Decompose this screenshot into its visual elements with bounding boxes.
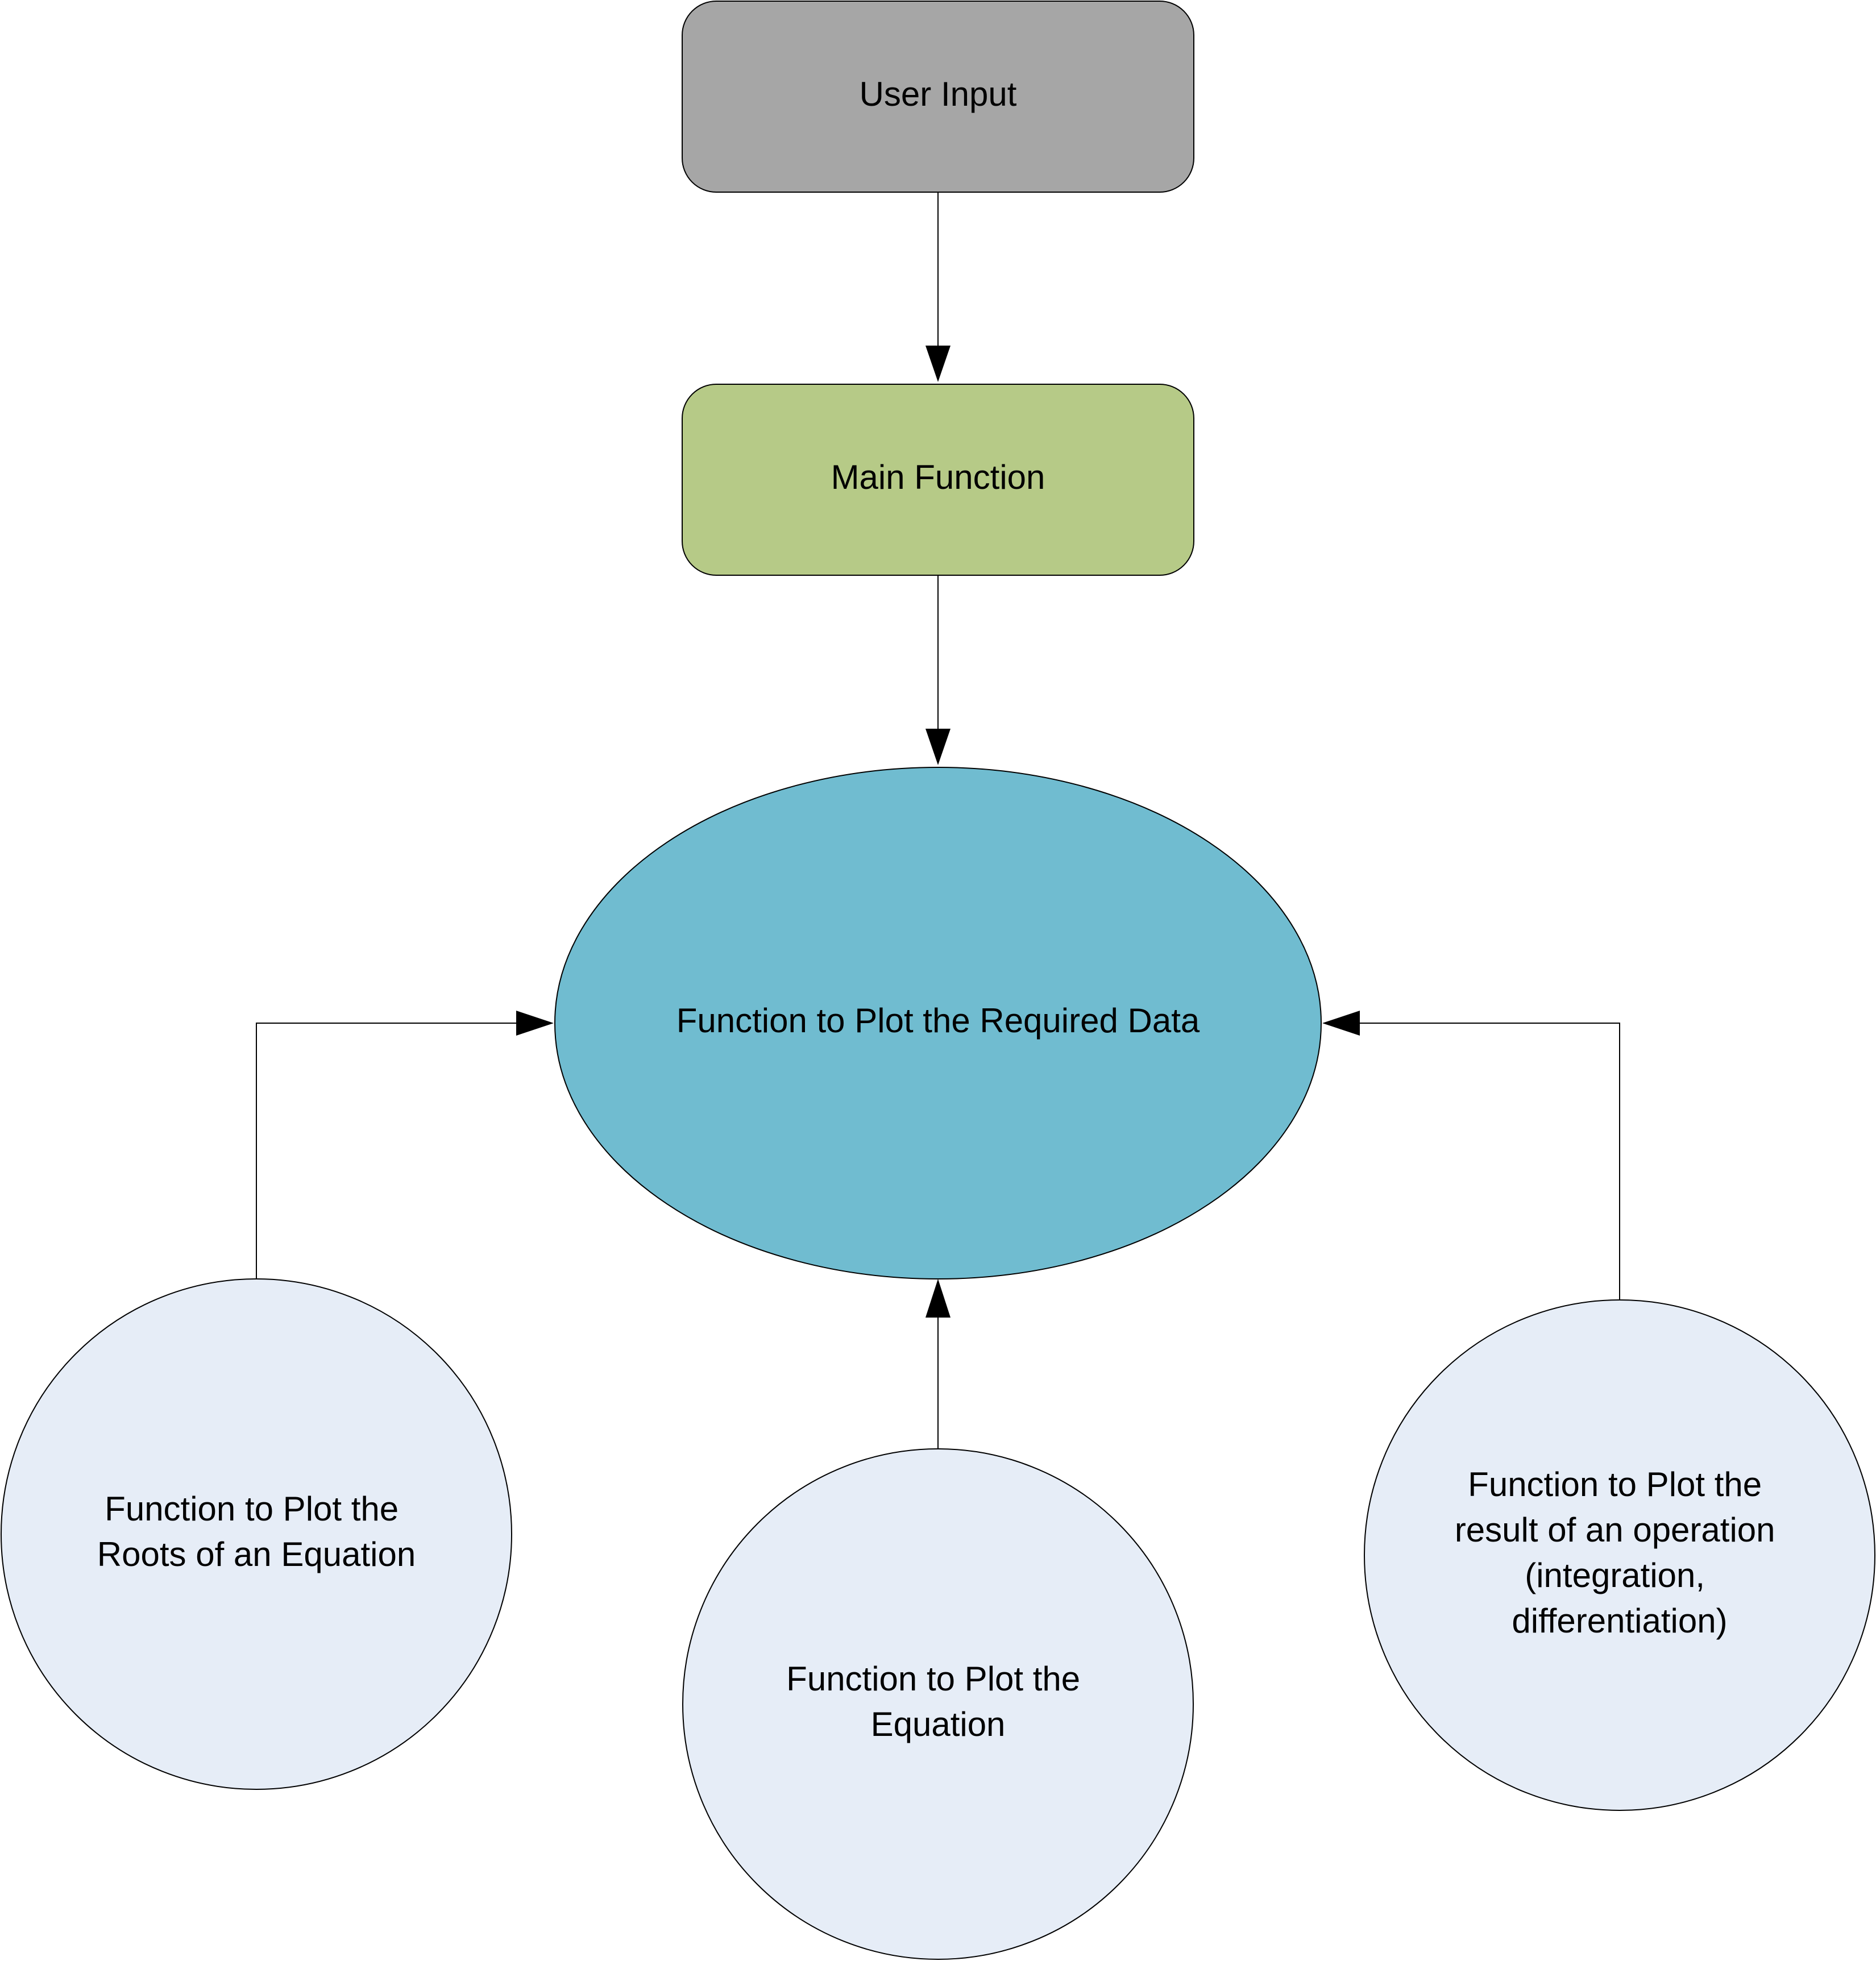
arrowhead-left-icon (1322, 1011, 1360, 1036)
connectors (256, 192, 1620, 1449)
edge-plot-operation-to-plot-data (1322, 1011, 1620, 1300)
node-plot-roots: Function to Plot the Roots of an Equatio… (1, 1278, 512, 1790)
node-plot-roots-label: Function to Plot the Roots of an Equatio… (97, 1490, 416, 1573)
node-plot-equation: Function to Plot the Equation (682, 1448, 1194, 1960)
arrowhead-right-icon (516, 1011, 554, 1036)
edge-plot-equation-to-plot-data (925, 1279, 951, 1449)
arrowhead-down-icon (925, 729, 951, 765)
node-main-function: Main Function (682, 384, 1194, 576)
node-user-input: User Input (682, 1, 1194, 193)
arrowhead-up-icon (925, 1279, 951, 1318)
node-main-function-label: Main Function (831, 458, 1045, 496)
arrowhead-down-icon (925, 346, 951, 382)
node-plot-equation-label: Function to Plot the Equation (786, 1660, 1090, 1743)
node-plot-operation-label: Function to Plot the result of an operat… (1455, 1465, 1784, 1640)
node-user-input-label: User Input (860, 75, 1017, 113)
node-plot-data: Function to Plot the Required Data (554, 767, 1322, 1279)
node-plot-data-label: Function to Plot the Required Data (676, 1002, 1200, 1040)
edge-plot-roots-to-plot-data (256, 1011, 554, 1279)
edge-user-input-to-main-function (925, 192, 951, 382)
node-plot-operation: Function to Plot the result of an operat… (1364, 1299, 1875, 1811)
edge-main-function-to-plot-data (925, 575, 951, 765)
